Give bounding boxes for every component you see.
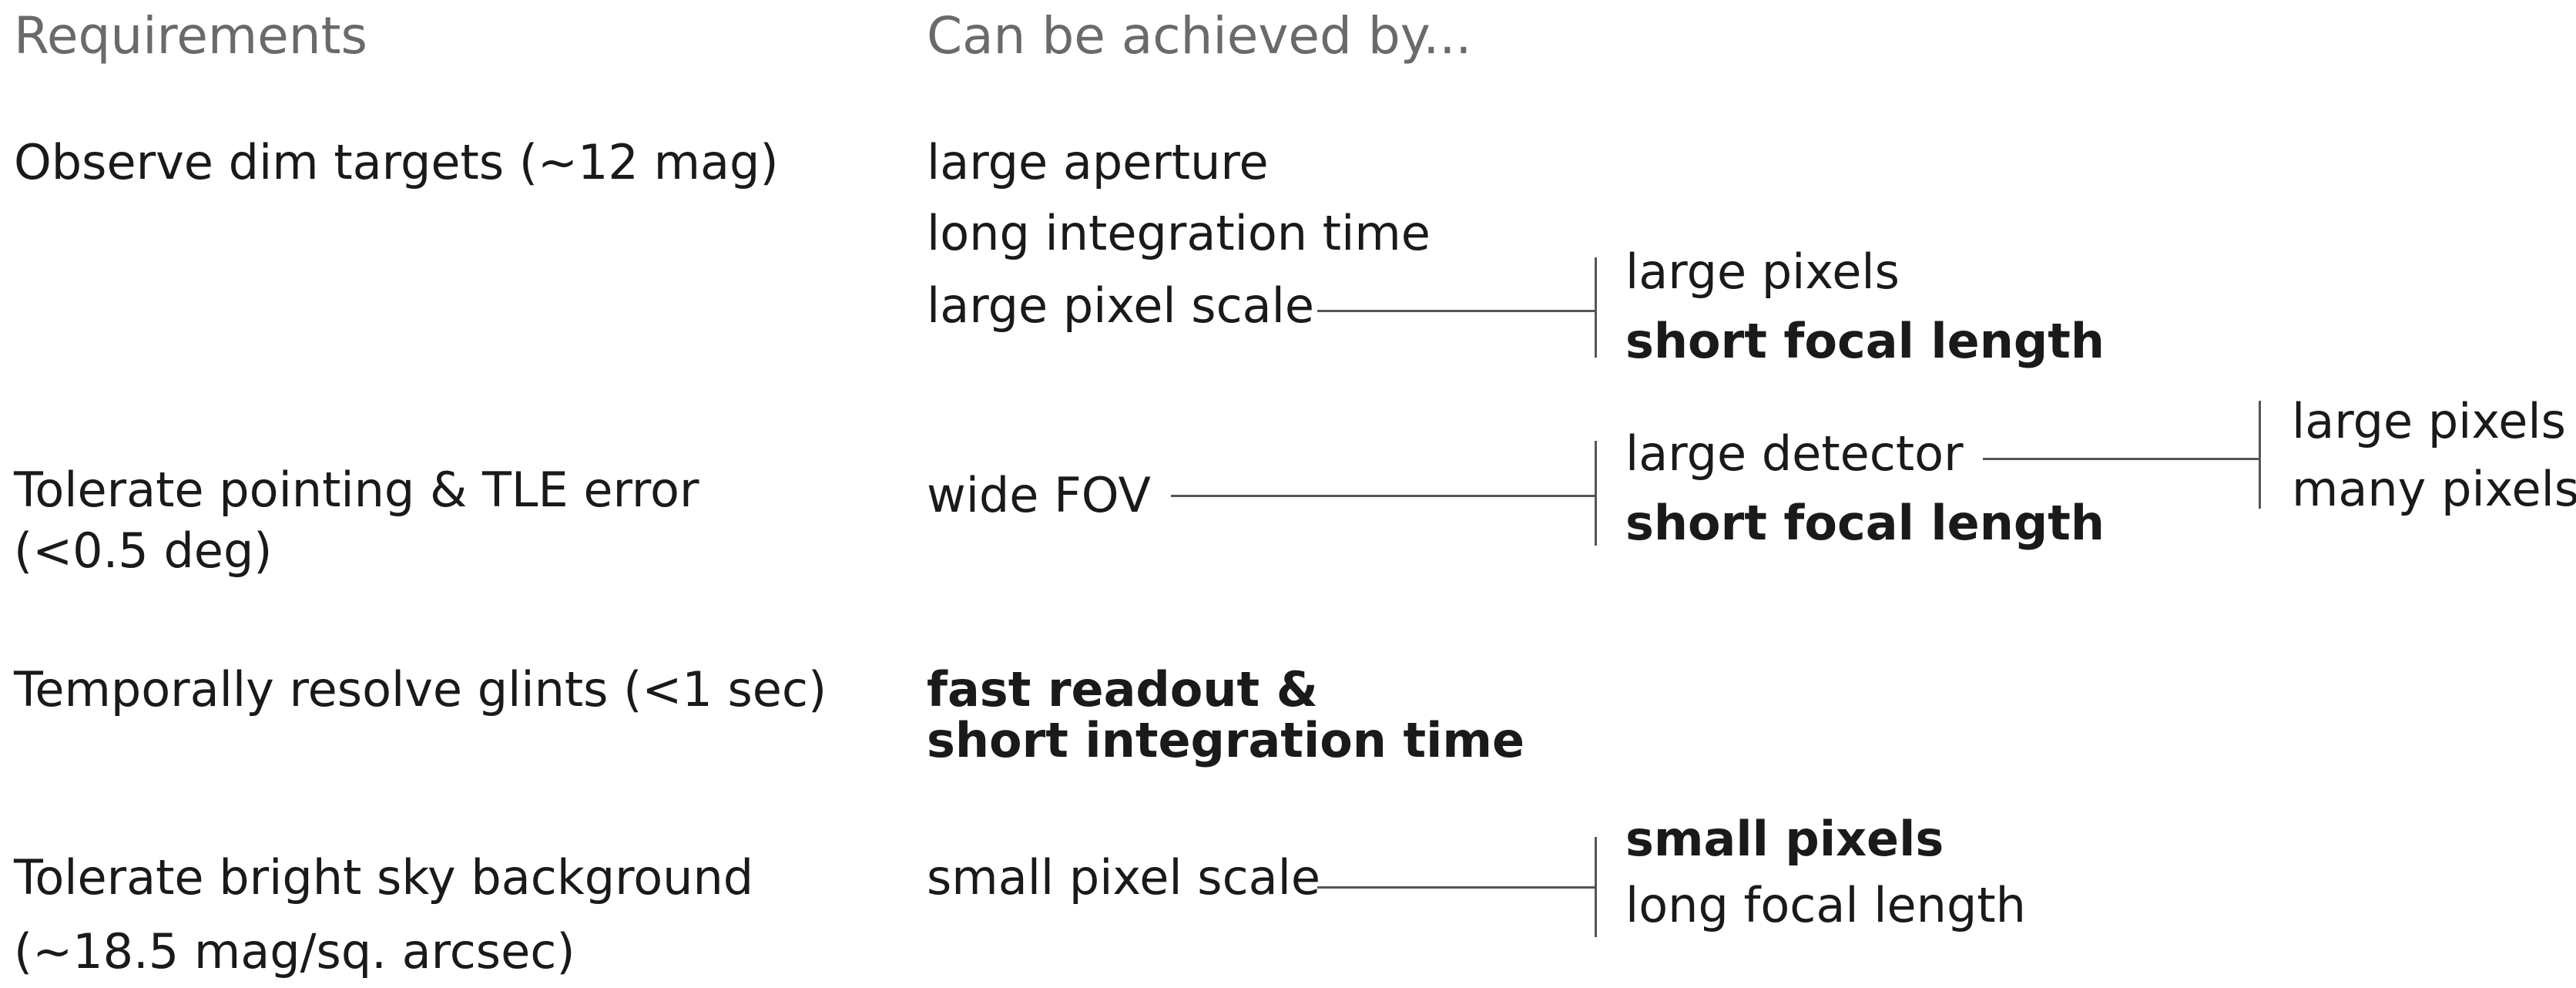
bracket-wide-fov [1595, 441, 1597, 546]
branch-large-pixels-detector: large pixels [2292, 393, 2566, 449]
branch-large-pixels-dim: large pixels [1625, 244, 1900, 300]
requirement-bright-sky: Tolerate bright sky background [14, 849, 754, 906]
requirement-dim-targets: Observe dim targets (~12 mag) [14, 134, 779, 190]
requirement-pointing: Tolerate pointing & TLE error [14, 462, 699, 518]
branch-small-pixels: small pixels [1625, 811, 1944, 867]
branch-large-detector: large detector [1625, 425, 1964, 482]
bracket-pixel-scale-sky [1595, 837, 1597, 937]
requirement-glints: Temporally resolve glints (<1 sec) [14, 661, 827, 717]
means-large-pixel-scale: large pixel scale [927, 277, 1315, 334]
branch-long-focal-length: long focal length [1625, 877, 2026, 933]
bracket-pixel-scale-dim [1595, 257, 1597, 358]
achieved-by-header: Can be achieved by... [927, 6, 1472, 66]
means-fast-readout: fast readout & [927, 661, 1318, 717]
means-small-pixel-scale: small pixel scale [927, 849, 1321, 906]
connector-pixel-scale-sky [1317, 886, 1596, 889]
means-short-integration-time: short integration time [927, 712, 1525, 768]
connector-wide-fov [1171, 495, 1596, 497]
connector-pixel-scale-dim [1317, 310, 1596, 312]
bracket-large-detector [2259, 401, 2261, 509]
connector-large-detector [1983, 458, 2260, 460]
means-long-integration-time: long integration time [927, 205, 1431, 261]
requirement-bright-sky-detail: (~18.5 mag/sq. arcsec) [14, 923, 575, 980]
requirement-pointing-detail: (<0.5 deg) [14, 523, 273, 579]
branch-many-pixels: many pixels [2292, 461, 2576, 517]
branch-short-focal-length-fov: short focal length [1625, 495, 2105, 551]
means-large-aperture: large aperture [927, 134, 1269, 190]
requirements-header: Requirements [14, 6, 367, 66]
branch-short-focal-length-dim: short focal length [1625, 313, 2105, 369]
means-wide-fov: wide FOV [927, 467, 1151, 523]
